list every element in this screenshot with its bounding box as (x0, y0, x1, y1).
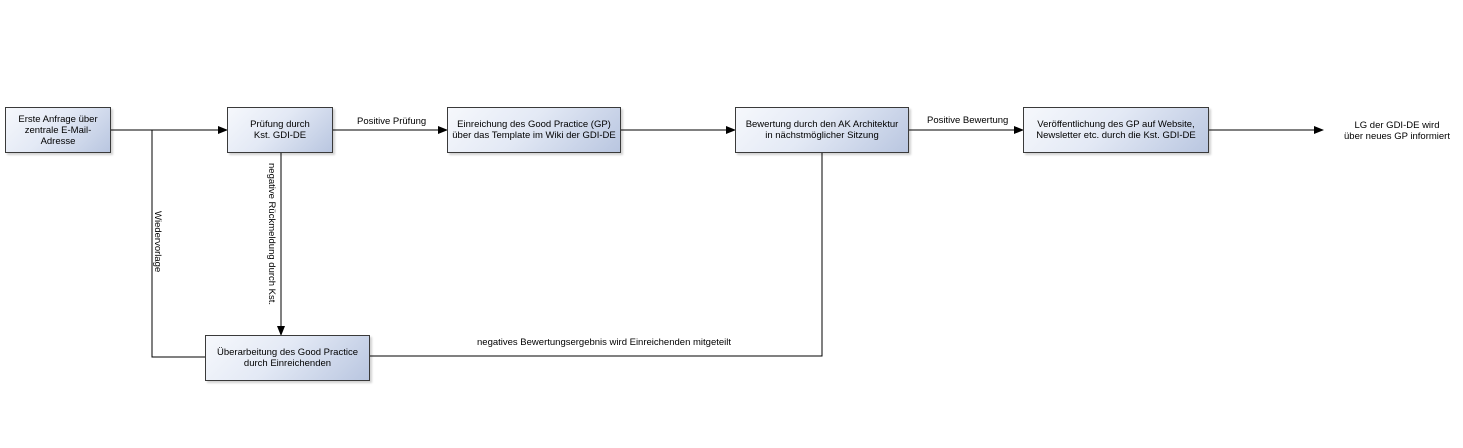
label-negatives-ergebnis: negatives Bewertungsergebnis wird Einrei… (477, 337, 732, 348)
label-positive-pruefung: Positive Prüfung (357, 116, 427, 127)
box-erste-anfrage-text: Erste Anfrage über zentrale E-Mail-Adres… (18, 113, 98, 147)
label-negative-rueckmeldung: negative Rückmeldung durch Kst. (266, 163, 277, 306)
end-text: LG der GDI-DE wird über neues GP informi… (1344, 120, 1450, 142)
label-positive-bewertung: Positive Bewertung (927, 115, 1009, 126)
box-pruefung-text: Prüfung durch Kst. GDI-DE (250, 119, 310, 141)
box-veroeffentlichung-text: Veröffentlichung des GP auf Website, New… (1036, 119, 1196, 141)
box-ueberarbeitung-text: Überarbeitung des Good Practice durch Ei… (217, 347, 358, 369)
label-wiedervorlage: Wiedervorlage (152, 211, 163, 273)
box-pruefung: Prüfung durch Kst. GDI-DE (227, 107, 333, 153)
box-einreichung-text: Einreichung des Good Practice (GP) über … (452, 119, 616, 141)
box-erste-anfrage: Erste Anfrage über zentrale E-Mail-Adres… (5, 107, 111, 153)
box-bewertung: Bewertung durch den AK Architektur in nä… (735, 107, 909, 153)
box-bewertung-text: Bewertung durch den AK Architektur in nä… (745, 119, 899, 141)
box-veroeffentlichung: Veröffentlichung des GP auf Website, New… (1023, 107, 1209, 153)
box-ueberarbeitung: Überarbeitung des Good Practice durch Ei… (205, 335, 370, 381)
loop-negatives-ergebnis (370, 153, 823, 357)
loop-wiedervorlage (151, 130, 205, 358)
box-einreichung: Einreichung des Good Practice (GP) über … (447, 107, 621, 153)
